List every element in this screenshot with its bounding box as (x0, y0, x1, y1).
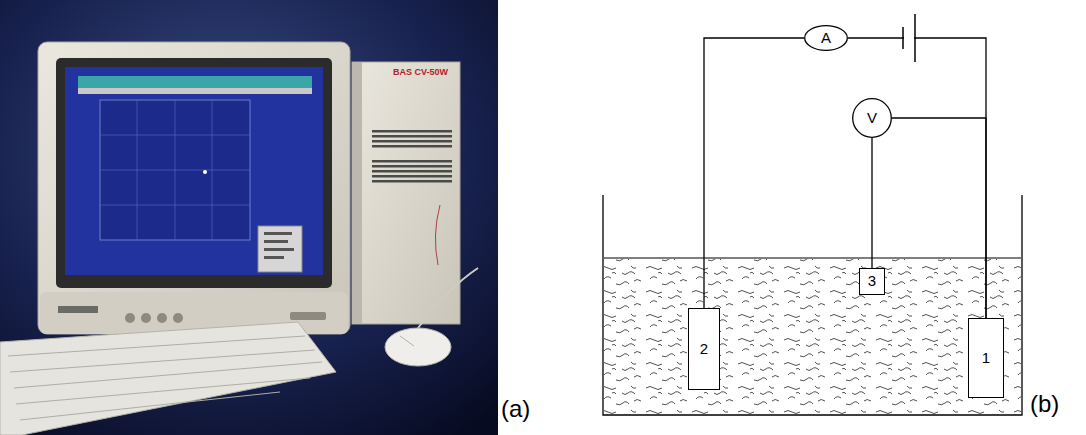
panel-label: (b) (1030, 391, 1059, 417)
node-text: 1 (982, 350, 990, 367)
beaker (603, 195, 1022, 415)
ammeter-symbol: A (804, 25, 848, 51)
wire (871, 138, 872, 268)
electrode: 3 (859, 268, 885, 295)
symbol-outline (853, 99, 892, 138)
computer-photo (0, 0, 498, 435)
node-text: A (821, 30, 831, 47)
symbol-outline (805, 26, 848, 51)
panel-label: (a) (501, 396, 530, 422)
brand-label: BAS CV-50W (393, 68, 448, 78)
electrode: 2 (688, 308, 720, 390)
node-text: 2 (700, 341, 708, 358)
node-text: 3 (868, 273, 876, 290)
voltmeter-symbol: V (852, 98, 892, 138)
wire (704, 38, 804, 308)
electrode: 1 (968, 318, 1004, 398)
wire (892, 118, 986, 318)
node-text: V (867, 110, 877, 127)
wire (848, 38, 986, 318)
